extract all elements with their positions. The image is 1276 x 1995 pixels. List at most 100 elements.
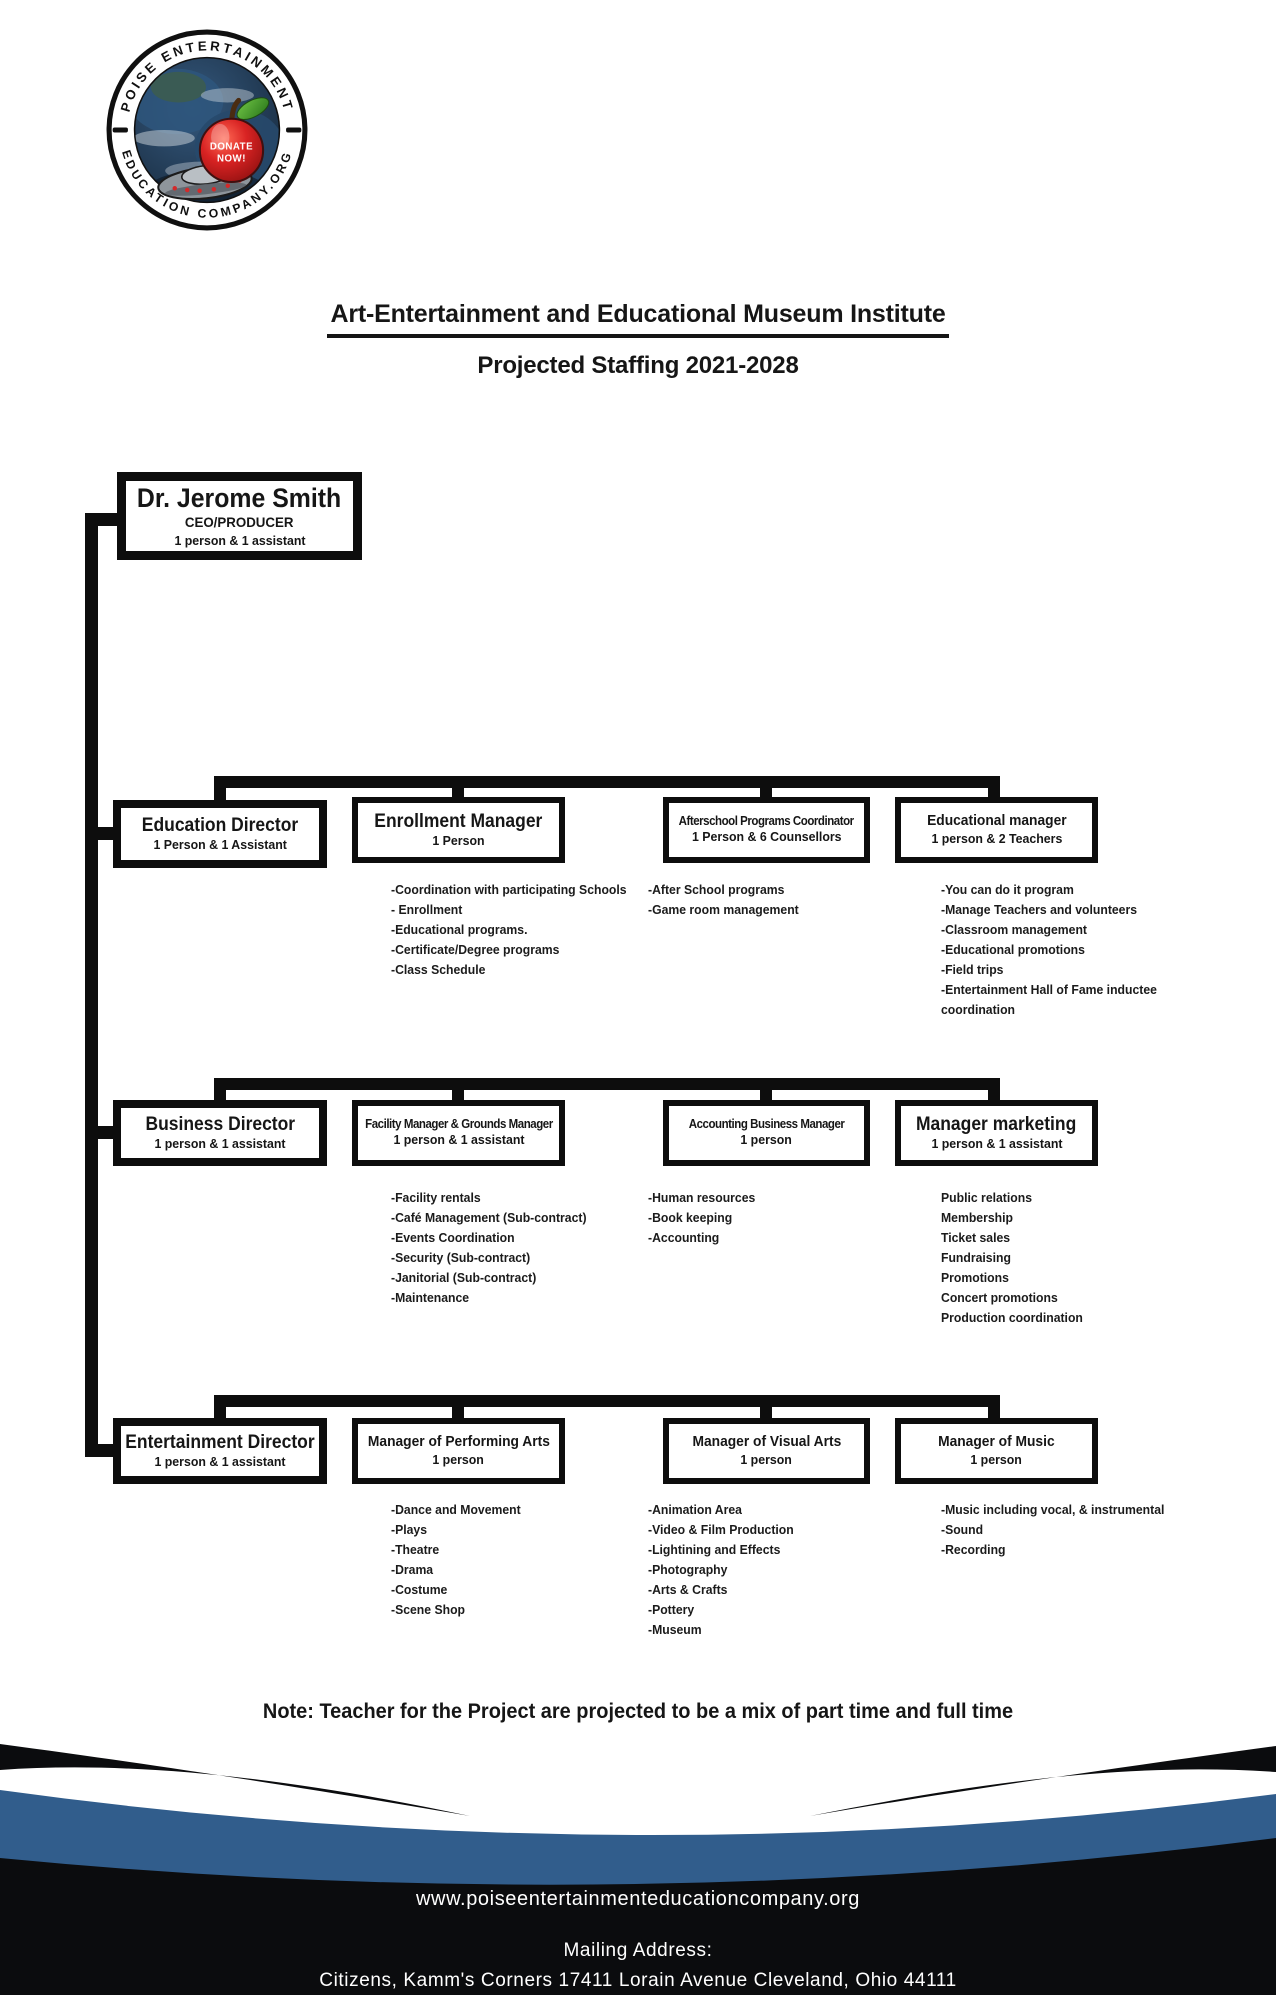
connector-rail-row1 (214, 776, 1000, 788)
facility-manager-box: Facility Manager & Grounds Manager 1 per… (352, 1100, 565, 1166)
music-manager-box: Manager of Music 1 person (895, 1418, 1098, 1484)
duty-line: -Scene Shop (391, 1602, 466, 1617)
box-staffing: 1 person (740, 1132, 793, 1148)
educational-manager-box: Educational manager 1 person & 2 Teacher… (895, 797, 1098, 863)
duty-line: Ticket sales (941, 1230, 1011, 1245)
duty-line: -Dance and Movement (391, 1502, 521, 1517)
box-title: Enrollment Manager (374, 810, 543, 832)
duty-line: Production coordination (941, 1310, 1083, 1325)
connector-stub-business (85, 1126, 119, 1139)
duties-educational: -You can do it program -Manage Teachers a… (941, 880, 1157, 1020)
footer-blade-right (810, 1746, 1276, 1816)
duty-line: -Manage Teachers and volunteers (941, 902, 1138, 917)
duty-line: -Events Coordination (391, 1230, 515, 1245)
duty-line: -After School programs (648, 882, 785, 897)
duties-afterschool: -After School programs -Game room managem… (648, 880, 799, 920)
duty-line: -Maintenance (391, 1290, 470, 1305)
footnote: Note: Teacher for the Project are projec… (262, 1700, 1014, 1723)
footer-blue-band (0, 1790, 1276, 1896)
box-title: Afterschool Programs Coordinator (678, 814, 855, 829)
duty-line: -Human resources (648, 1190, 756, 1205)
duty-line: Public relations (941, 1190, 1033, 1205)
box-staffing: 1 person (432, 1451, 485, 1467)
duty-line: -Book keeping (648, 1210, 733, 1225)
footer-website: www.poiseentertainmenteducationcompany.o… (416, 1888, 860, 1910)
box-title: Facility Manager & Grounds Manager (364, 1117, 553, 1132)
ring-dash-left (112, 127, 128, 133)
duty-line: -Class Schedule (391, 962, 486, 977)
apple-text-line2: NOW! (217, 154, 246, 165)
duty-line: -Theatre (391, 1542, 440, 1557)
footer-swoosh-graphic (0, 1744, 1276, 1995)
duties-accounting: -Human resources -Book keeping -Accounting (648, 1188, 755, 1248)
duties-performing-arts: -Dance and Movement-Plays-Theatre-Drama-… (391, 1500, 521, 1620)
duty-line: -Video & Film Production (648, 1522, 794, 1537)
footer-blade-left (0, 1744, 470, 1816)
connector-rail-row2 (214, 1078, 1000, 1090)
apple-text-line1: DONATE (210, 141, 253, 152)
footer-address: Citizens, Kamm's Corners 17411 Lorain Av… (319, 1970, 957, 1991)
ring-dash-right (286, 127, 302, 133)
box-staffing: 1 Person (432, 832, 485, 848)
duty-line: -Educational promotions (941, 942, 1085, 957)
duty-line: -Security (Sub-contract) (391, 1250, 531, 1265)
duty-line: -Accounting (648, 1230, 720, 1245)
box-title: Business Director (145, 1113, 295, 1135)
duty-line: -Costume (391, 1582, 448, 1597)
connector-stub-entertainment (85, 1444, 119, 1457)
afterschool-coordinator-box: Afterschool Programs Coordinator 1 Perso… (663, 797, 870, 863)
duty-line: -Entertainment Hall of Fame inductee (941, 982, 1157, 997)
duty-line: -Sound (941, 1522, 984, 1537)
duty-line: -Plays (391, 1522, 428, 1537)
duty-line: Promotions (941, 1270, 1009, 1285)
duty-line: -Classroom management (941, 922, 1088, 937)
box-staffing: 1 person (970, 1451, 1023, 1467)
page-title: Art-Entertainment and Educational Museum… (327, 300, 949, 338)
duty-line: -Arts & Crafts (648, 1582, 728, 1597)
company-logo: DONATE NOW! POISE ENTERTAINMENT EDUCATIO… (106, 29, 308, 231)
duty-line: -Music including vocal, & instrumental (941, 1502, 1165, 1517)
duty-line: Membership (941, 1210, 1013, 1225)
duty-line: -Facility rentals (391, 1190, 481, 1205)
duties-enrollment: -Coordination with participating Schools… (391, 880, 627, 980)
duty-line: -Museum (648, 1622, 702, 1637)
business-director-box: Business Director 1 person & 1 assistant (113, 1100, 327, 1166)
visual-arts-manager-box: Manager of Visual Arts 1 person (663, 1418, 870, 1484)
duty-line: -Game room management (648, 902, 799, 917)
ceo-role: CEO/PRODUCER (185, 513, 294, 530)
box-staffing: 1 Person & 1 Assistant (153, 836, 287, 852)
duty-line: Fundraising (941, 1250, 1011, 1265)
connector-stub-ceo (85, 513, 119, 526)
box-title: Educational manager (926, 811, 1067, 829)
box-staffing: 1 person & 2 Teachers (931, 830, 1062, 846)
box-title: Entertainment Director (125, 1431, 315, 1453)
page-header: Art-Entertainment and Educational Museum… (0, 300, 1276, 338)
duties-facility: -Facility rentals -Café Management (Sub-c… (391, 1188, 587, 1308)
box-staffing: 1 person & 1 assistant (392, 1132, 525, 1148)
duty-line: coordination (941, 1002, 1015, 1017)
duty-line: -Café Management (Sub-contract) (391, 1210, 587, 1225)
donate-apple-icon: DONATE NOW! (198, 97, 270, 184)
box-title: Accounting Business Manager (688, 1117, 845, 1132)
ceo-box: Dr. Jerome Smith CEO/PRODUCER 1 person &… (117, 472, 362, 560)
footer-black-area (0, 1838, 1276, 1995)
page-subtitle: Projected Staffing 2021-2028 (477, 352, 799, 379)
marketing-manager-box: Manager marketing 1 person & 1 assistant (895, 1100, 1098, 1166)
performing-arts-manager-box: Manager of Performing Arts 1 person (352, 1418, 565, 1484)
footer-mailing-label: Mailing Address: (563, 1940, 713, 1961)
duty-line: -You can do it program (941, 882, 1074, 897)
box-staffing: 1 person & 1 assistant (930, 1135, 1063, 1151)
duty-line: -Pottery (648, 1602, 695, 1617)
ceo-name: Dr. Jerome Smith (137, 482, 342, 513)
duties-visual-arts: -Animation Area-Video & Film Production-… (648, 1500, 794, 1640)
duty-line: -Field trips (941, 962, 1004, 977)
duty-line: -Photography (648, 1562, 728, 1577)
duty-line: -Certificate/Degree programs (391, 942, 560, 957)
education-director-box: Education Director 1 Person & 1 Assistan… (113, 800, 327, 868)
box-staffing: 1 Person & 6 Counsellors (691, 829, 842, 845)
duty-line: -Janitorial (Sub-contract) (391, 1270, 537, 1285)
connector-rail-row3 (214, 1395, 1000, 1407)
box-staffing: 1 person & 1 assistant (154, 1453, 286, 1469)
